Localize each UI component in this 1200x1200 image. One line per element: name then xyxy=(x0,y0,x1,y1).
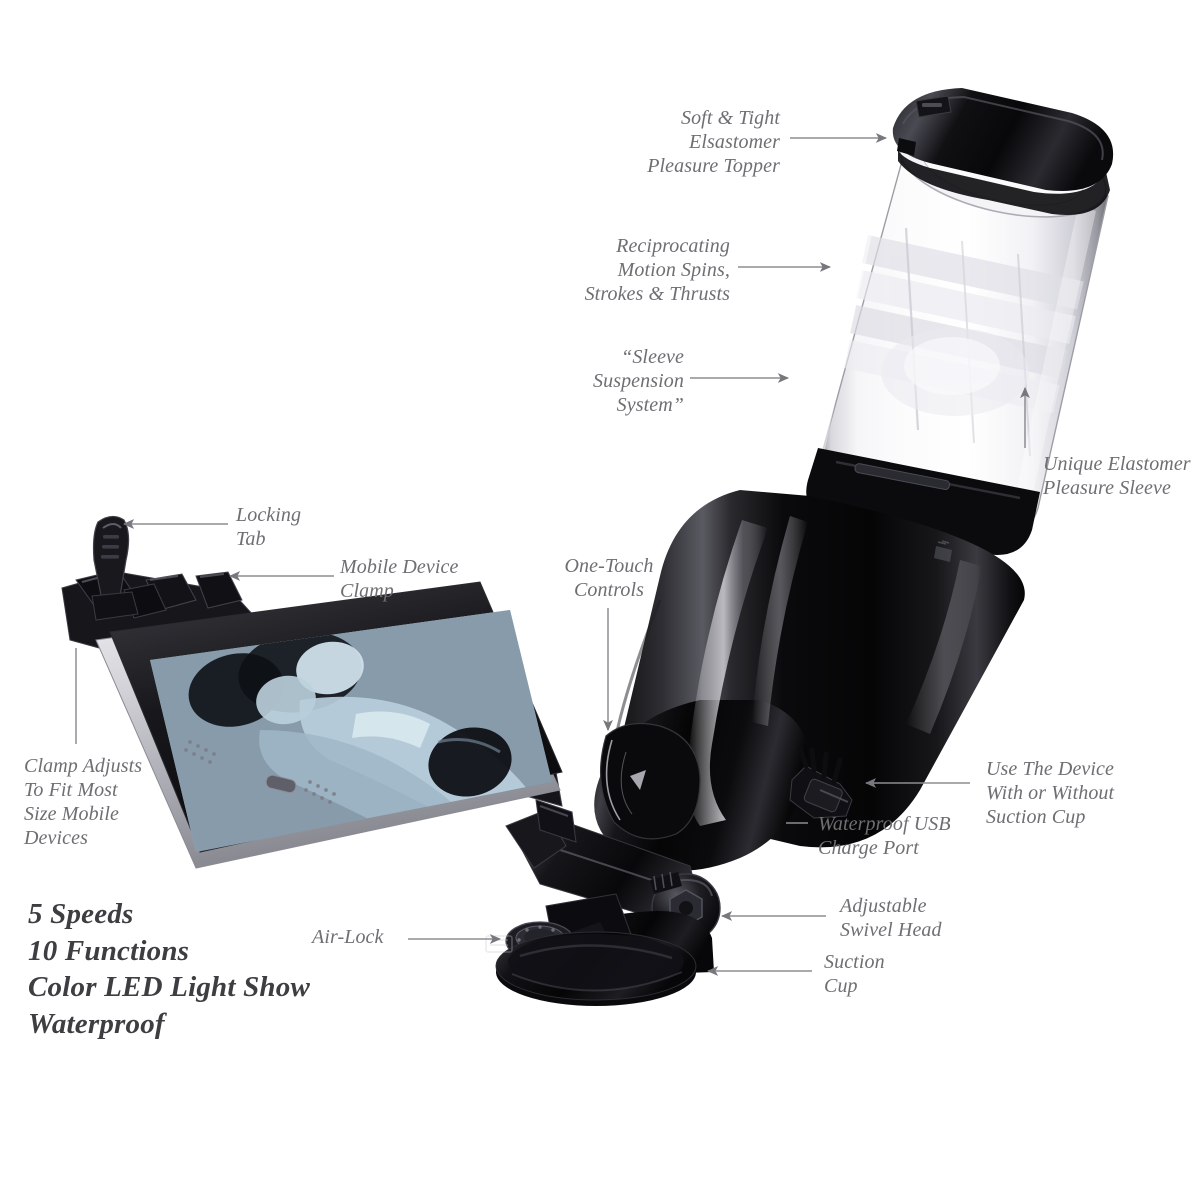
callout-use-with-or-without-suction-cup: Use The Device With or Without Suction C… xyxy=(986,758,1115,828)
spec-feature-list: 5 Speeds 10 Functions Color LED Light Sh… xyxy=(28,898,310,1040)
adjustable-swivel-head xyxy=(651,873,721,943)
body-logo-mark xyxy=(934,540,952,562)
control-button-area xyxy=(599,723,701,840)
locking-tab xyxy=(91,515,139,621)
callout-suction-cup: Suction Cup xyxy=(824,951,885,997)
usb-charge-port xyxy=(789,745,853,819)
callout-sleeve-suspension-system: “Sleeve Suspension System” xyxy=(593,346,684,416)
phone-bottom-edge xyxy=(184,740,336,804)
callout-air-lock: Air-Lock xyxy=(312,926,384,948)
motor-body xyxy=(594,448,1040,871)
callout-soft-tight-elastomer-pleasure-topper: Soft & Tight Elsastomer Pleasure Topper xyxy=(647,107,780,177)
callout-waterproof-usb-charge-port: Waterproof USB Charge Port xyxy=(818,813,951,859)
screen-image xyxy=(150,610,552,852)
callout-mobile-device-clamp: Mobile Device Clamp xyxy=(340,556,459,602)
callout-reciprocating-motion: Reciprocating Motion Spins, Strokes & Th… xyxy=(584,235,730,305)
mount-assembly xyxy=(485,809,721,1006)
callout-locking-tab: Locking Tab xyxy=(236,504,302,550)
callout-one-touch-controls: One-Touch Controls xyxy=(564,555,654,601)
callout-unique-elastomer-pleasure-sleeve: Unique Elastomer Pleasure Sleeve xyxy=(1043,453,1191,499)
callout-clamp-adjusts: Clamp Adjusts To Fit Most Size Mobile De… xyxy=(24,755,143,849)
base-imprint xyxy=(485,935,513,953)
suction-cup xyxy=(495,931,697,1006)
air-lock-lever xyxy=(505,921,612,961)
callout-adjustable-swivel-head: Adjustable Swivel Head xyxy=(840,895,942,941)
